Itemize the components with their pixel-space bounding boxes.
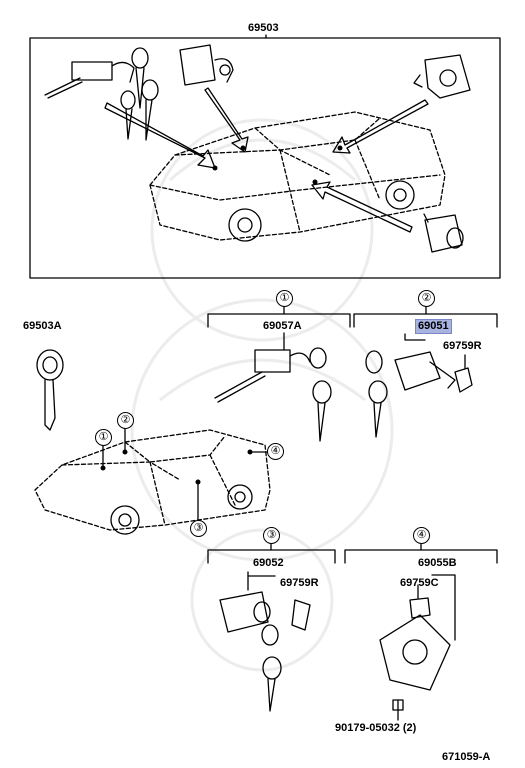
group3-marker: ③ bbox=[263, 527, 280, 544]
group1-cylinder-drawing bbox=[214, 347, 332, 442]
key-blank-drawing bbox=[36, 349, 64, 431]
group1-marker: ① bbox=[276, 290, 293, 307]
car-top-drawing bbox=[149, 111, 446, 241]
car-marker-4: ④ bbox=[267, 443, 284, 460]
group3-part-label: 69052 bbox=[253, 557, 284, 569]
screw-label: 90179-05032 (2) bbox=[335, 722, 417, 734]
group3-subpart-label: 69759R bbox=[280, 577, 319, 589]
group2-marker: ② bbox=[418, 290, 435, 307]
group2-assembly-drawing bbox=[365, 350, 473, 438]
key-blank-label: 69503A bbox=[23, 320, 62, 332]
car-marker-1: ① bbox=[95, 429, 112, 446]
group2-part-label-highlighted[interactable]: 69051 bbox=[415, 319, 452, 334]
car-marker-2: ② bbox=[117, 412, 134, 429]
group4-assembly-drawing bbox=[379, 597, 451, 711]
group4-subpart-label: 69759C bbox=[400, 577, 439, 589]
group4-part-label: 69055B bbox=[418, 557, 457, 569]
figure-code: 671059-A bbox=[442, 751, 491, 763]
car-top-wheels bbox=[228, 180, 415, 242]
top-assembly-frame bbox=[29, 37, 501, 279]
top-arrows bbox=[104, 87, 429, 233]
group3-cylinder-drawing bbox=[219, 591, 311, 712]
car-bottom-wheels bbox=[110, 484, 253, 535]
top-rear-cylinder bbox=[423, 213, 464, 253]
watermark-text bbox=[225, 582, 233, 612]
group1-part-label: 69057A bbox=[263, 320, 302, 332]
top-cylinder-set bbox=[44, 47, 159, 141]
top-assembly-label: 69503 bbox=[248, 22, 279, 34]
car-bottom-drawing bbox=[34, 429, 271, 531]
group2-subpart-label: 69759R bbox=[443, 340, 482, 352]
group1-bracket bbox=[207, 313, 351, 328]
car-marker-3: ③ bbox=[190, 520, 207, 537]
top-hatch-lock bbox=[413, 54, 471, 99]
group4-marker: ④ bbox=[413, 527, 430, 544]
top-door-lock bbox=[179, 44, 234, 86]
